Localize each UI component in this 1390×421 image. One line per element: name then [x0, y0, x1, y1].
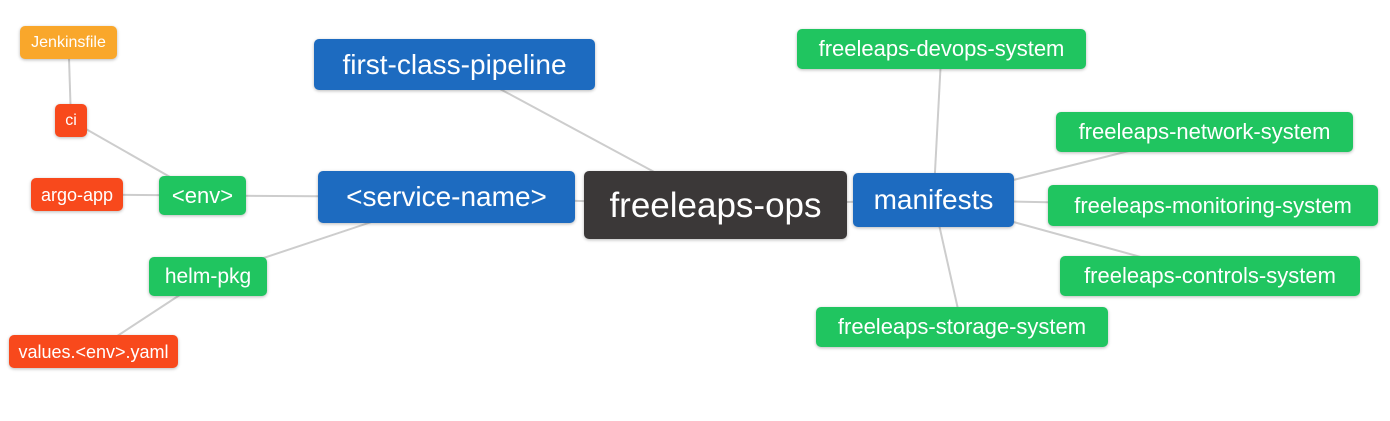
node-freeleaps-network-system[interactable]: freeleaps-network-system: [1056, 112, 1353, 152]
node-label: values.<env>.yaml: [18, 341, 169, 362]
node-label: <service-name>: [346, 181, 547, 212]
node-service-name[interactable]: <service-name>: [318, 171, 575, 223]
node-freeleaps-storage-system[interactable]: freeleaps-storage-system: [816, 307, 1108, 347]
node-label: helm-pkg: [164, 265, 252, 288]
node-label: freeleaps-monitoring-system: [1074, 192, 1352, 218]
node-first-class-pipeline[interactable]: first-class-pipeline: [314, 39, 595, 90]
node-label: freeleaps-devops-system: [818, 36, 1065, 61]
node-label: freeleaps-controls-system: [1084, 263, 1336, 288]
node-label: manifests: [873, 184, 994, 215]
node-ci[interactable]: ci: [55, 104, 87, 137]
node-label: <env>: [171, 182, 234, 208]
node-helm-pkg[interactable]: helm-pkg: [149, 257, 267, 296]
node-label: freeleaps-network-system: [1078, 119, 1331, 144]
node-freeleaps-devops-system[interactable]: freeleaps-devops-system: [797, 29, 1086, 69]
node-label: Jenkinsfile: [31, 33, 106, 51]
node-values-env-yaml[interactable]: values.<env>.yaml: [9, 335, 178, 368]
node-argo-app[interactable]: argo-app: [31, 178, 123, 211]
node-env[interactable]: <env>: [159, 176, 246, 215]
node-manifests[interactable]: manifests: [853, 173, 1014, 227]
node-label: first-class-pipeline: [342, 48, 567, 80]
node-label: freeleaps-ops: [609, 185, 822, 225]
node-label: argo-app: [40, 184, 114, 205]
node-freeleaps-monitoring-system[interactable]: freeleaps-monitoring-system: [1048, 185, 1378, 226]
node-freeleaps-ops[interactable]: freeleaps-ops: [584, 171, 847, 239]
node-jenkinsfile[interactable]: Jenkinsfile: [20, 26, 117, 59]
node-freeleaps-controls-system[interactable]: freeleaps-controls-system: [1060, 256, 1360, 296]
node-label: ci: [65, 111, 77, 129]
node-label: freeleaps-storage-system: [837, 314, 1087, 339]
